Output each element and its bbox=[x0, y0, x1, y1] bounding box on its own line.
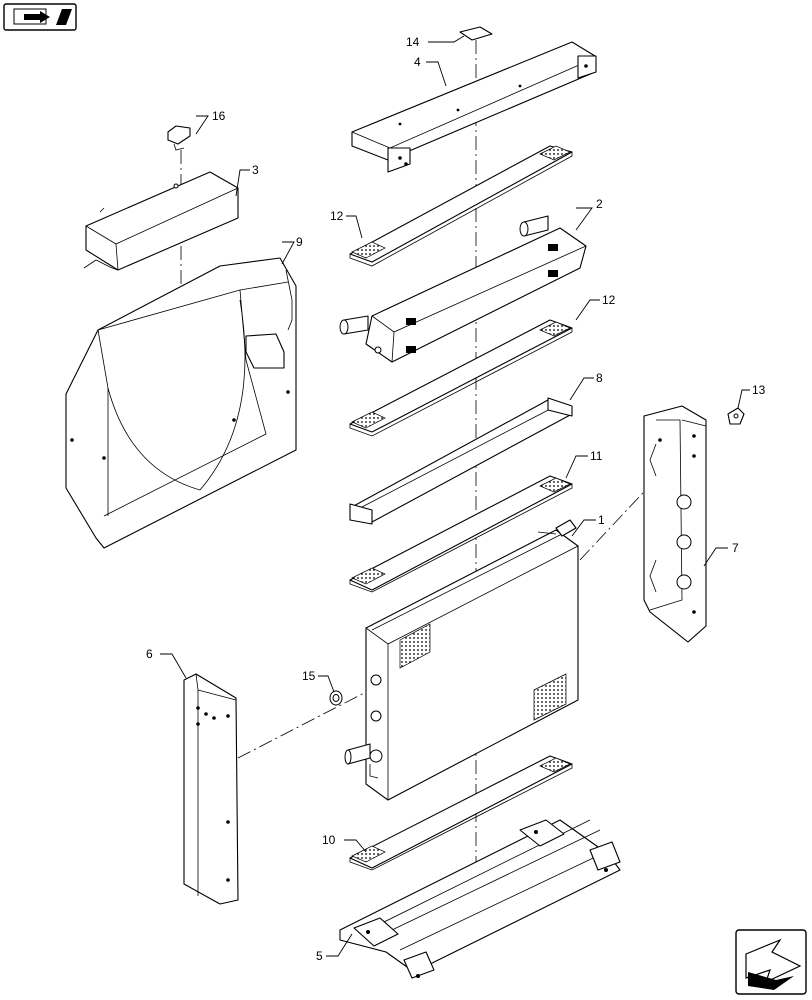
callout-13: 13 bbox=[752, 383, 766, 397]
callout-11: 11 bbox=[590, 449, 603, 463]
part-14-pad bbox=[459, 26, 493, 41]
part-13-bolt bbox=[727, 407, 745, 425]
book-arrow-icon[interactable] bbox=[3, 3, 77, 31]
callout-12-middle: 12 bbox=[602, 293, 616, 307]
part-7-right-side-bracket bbox=[643, 405, 707, 643]
callout-labels: 14 4 16 3 2 9 12 12 8 11 1 13 7 6 15 10 … bbox=[146, 35, 766, 963]
callout-10: 10 bbox=[322, 833, 336, 847]
part-16-filler-cap bbox=[167, 125, 191, 151]
callout-9: 9 bbox=[296, 235, 303, 249]
next-page-arrow-icon[interactable] bbox=[735, 929, 807, 995]
part-5-base-frame bbox=[339, 819, 621, 979]
part-4-top-bracket bbox=[351, 41, 597, 173]
callout-7: 7 bbox=[732, 541, 739, 555]
part-9-fan-shroud bbox=[65, 257, 297, 549]
callout-leaders bbox=[160, 35, 750, 957]
callout-6: 6 bbox=[146, 647, 153, 661]
part-1-radiator bbox=[344, 519, 579, 801]
part-6-left-side-bracket bbox=[183, 673, 239, 905]
callout-2: 2 bbox=[596, 197, 603, 211]
part-12-upper-seal-strip bbox=[349, 145, 573, 267]
part-2-oil-cooler bbox=[339, 215, 587, 363]
callout-16: 16 bbox=[212, 109, 226, 123]
callout-1: 1 bbox=[598, 513, 605, 527]
callout-12-upper: 12 bbox=[330, 209, 344, 223]
callout-15: 15 bbox=[302, 669, 316, 683]
part-12-middle-seal-strip bbox=[349, 319, 573, 437]
part-10-bottom-seal-strip bbox=[349, 755, 573, 871]
part-11-seal-strip bbox=[349, 475, 573, 593]
callout-3: 3 bbox=[252, 163, 259, 177]
part-3-expansion-tank bbox=[83, 171, 239, 271]
part-8-channel-strip bbox=[349, 397, 573, 525]
part-15-plug bbox=[329, 690, 343, 706]
callout-5: 5 bbox=[316, 949, 323, 963]
callout-14: 14 bbox=[406, 35, 420, 49]
callout-8: 8 bbox=[596, 371, 603, 385]
callout-4: 4 bbox=[414, 55, 421, 69]
side-axis-line-left bbox=[237, 689, 371, 759]
